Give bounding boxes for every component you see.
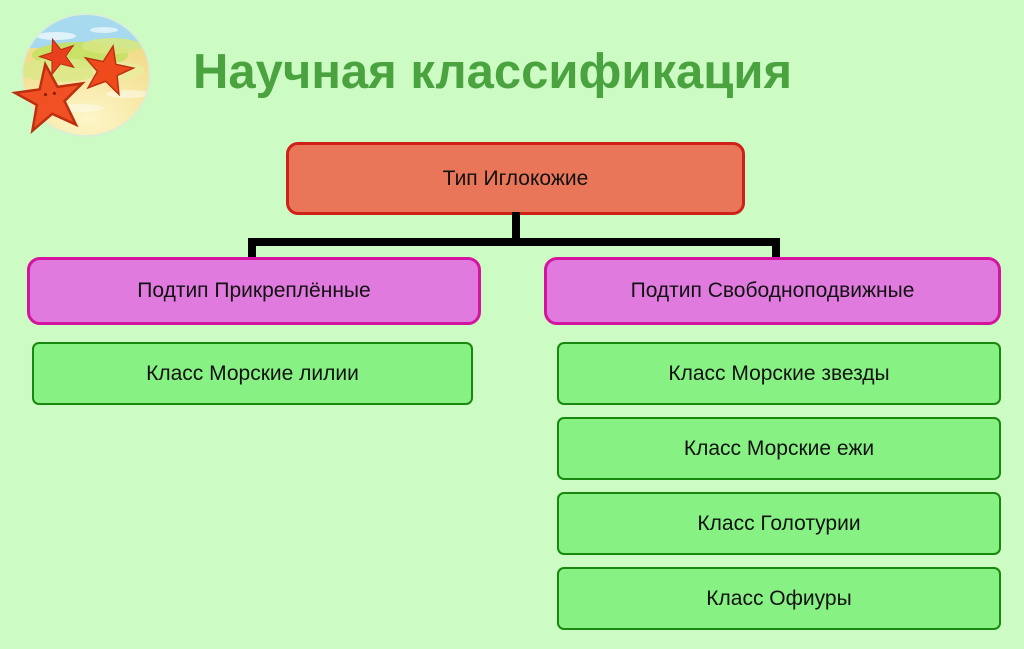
node-subtype-attached[interactable]: Подтип Прикреплённые xyxy=(27,257,481,325)
node-class-holothurians[interactable]: Класс Голотурии xyxy=(557,492,1001,555)
node-class-sea-lilies[interactable]: Класс Морские лилии xyxy=(32,342,473,405)
connector-horizontal-bar xyxy=(248,238,780,246)
starfish-icon xyxy=(11,60,86,134)
node-subtype-free-moving[interactable]: Подтип Свободноподвижные xyxy=(544,257,1001,325)
node-label: Класс Морские звезды xyxy=(668,361,890,385)
node-class-ophiuroids[interactable]: Класс Офиуры xyxy=(557,567,1001,630)
connector-drop-left xyxy=(248,243,256,261)
node-label: Подтип Прикреплённые xyxy=(137,279,371,303)
connector-vertical-stub xyxy=(512,212,520,244)
node-class-sea-stars[interactable]: Класс Морские звезды xyxy=(557,342,1001,405)
node-label: Класс Голотурии xyxy=(697,511,861,535)
starfish-icon xyxy=(37,37,75,76)
node-class-sea-urchins[interactable]: Класс Морские ежи xyxy=(557,417,1001,480)
node-label: Тип Иглокожие xyxy=(442,166,589,190)
starfish-beach-logo-svg xyxy=(11,13,151,137)
starfish-beach-logo xyxy=(8,8,158,143)
starfish-icon xyxy=(83,44,136,97)
node-type-echinodermata[interactable]: Тип Иглокожие xyxy=(286,142,745,215)
node-label: Подтип Свободноподвижные xyxy=(630,279,915,303)
page-title: Научная классификация xyxy=(193,45,793,99)
connector-drop-right xyxy=(772,243,780,261)
node-label: Класс Морские ежи xyxy=(683,436,875,460)
node-label: Класс Морские лилии xyxy=(146,361,359,385)
node-label: Класс Офиуры xyxy=(706,586,852,610)
